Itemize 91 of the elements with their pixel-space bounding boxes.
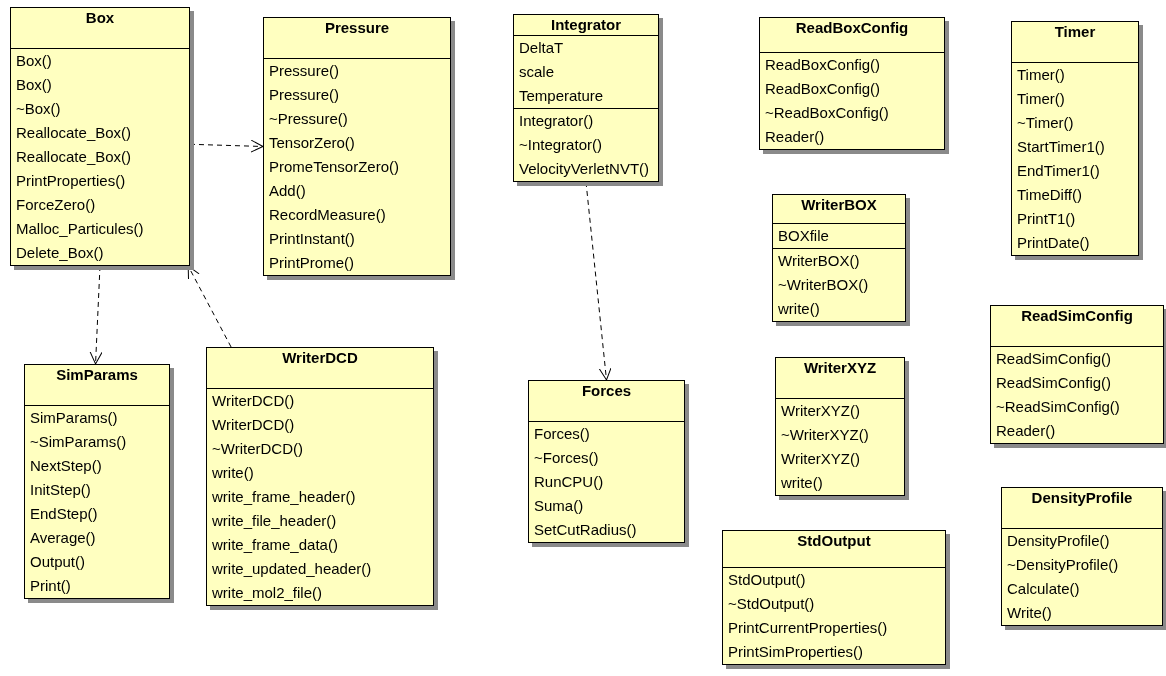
member-text: BOXfile [778,226,829,246]
member-text: PrintProme() [269,253,354,273]
member-text: Box() [16,51,52,71]
member-text: write_frame_header() [212,487,356,507]
class-name: Forces [581,381,632,401]
member-text: PromeTensorZero() [269,157,400,177]
member-text: ~Box() [16,99,61,119]
class-name: WriterBOX [801,195,877,215]
class-name: SimParams [56,365,138,385]
member-text: Reader() [996,421,1056,441]
member-text: Reallocate_Box() [16,147,132,167]
member-text: Pressure() [269,85,339,105]
member-text: TimeDiff() [1017,185,1082,205]
member-text: PrintDate() [1017,233,1090,253]
member-text: Delete_Box() [16,243,104,263]
member-text: Write() [1007,603,1052,623]
class-name: ReadSimConfig [1021,306,1133,326]
member-text: SimParams() [30,408,118,428]
member-text: ~ReadBoxConfig() [765,103,889,123]
member-text: TensorZero() [269,133,355,153]
member-text: ReadSimConfig() [996,373,1112,393]
class-name: Pressure [324,18,390,38]
class-name: Timer [1054,22,1096,42]
member-text: ~Timer() [1017,113,1074,133]
member-text: Temperature [519,86,604,106]
member-text: Suma() [534,496,584,516]
member-text: Output() [30,552,86,572]
member-text: StartTimer1() [1017,137,1105,157]
member-text: Forces() [534,424,590,444]
member-text: Average() [30,528,96,548]
member-text: write() [781,473,823,493]
member-text: Pressure() [269,61,339,81]
member-text: RecordMeasure() [269,205,386,225]
member-text: DeltaT [519,38,564,58]
class-name: DensityProfile [1031,488,1133,508]
member-text: ~WriterBOX() [778,275,869,295]
member-text: WriterXYZ() [781,449,860,469]
member-text: WriterDCD() [212,391,295,411]
member-text: PrintT1() [1017,209,1076,229]
class-name: WriterXYZ [803,358,877,378]
member-text: ~ReadSimConfig() [996,397,1120,417]
class-name: Box [85,8,115,28]
member-text: Box() [16,75,52,95]
member-text: WriterXYZ() [781,401,860,421]
member-text: WriterDCD() [212,415,295,435]
class-name: StdOutput [797,531,871,551]
member-text: Malloc_Particules() [16,219,144,239]
member-text: Integrator() [519,111,594,131]
member-text: Reader() [765,127,825,147]
member-text: write() [212,463,254,483]
member-text: SetCutRadius() [534,520,637,540]
member-text: PrintInstant() [269,229,355,249]
member-text: EndStep() [30,504,98,524]
member-text: ReadBoxConfig() [765,79,881,99]
member-text: ~SimParams() [30,432,127,452]
member-text: NextStep() [30,456,102,476]
member-text: VelocityVerletNVT() [519,159,650,179]
member-text: Print() [30,576,71,596]
member-text: WriterBOX() [778,251,860,271]
member-text: EndTimer1() [1017,161,1100,181]
member-text: ~WriterXYZ() [781,425,869,445]
member-text: InitStep() [30,480,91,500]
member-text: ~DensityProfile() [1007,555,1119,575]
class-name: ReadBoxConfig [795,18,909,38]
member-text: write() [778,299,820,319]
member-text: Add() [269,181,306,201]
class-name: Integrator [551,15,621,35]
member-text: PrintCurrentProperties() [728,618,888,638]
member-text: DensityProfile() [1007,531,1110,551]
member-text: Calculate() [1007,579,1080,599]
member-text: ReadBoxConfig() [765,55,881,75]
member-text: ~WriterDCD() [212,439,303,459]
member-text: ~Pressure() [269,109,348,129]
member-text: ~Integrator() [519,135,602,155]
member-text: StdOutput() [728,570,806,590]
member-text: write_mol2_file() [212,583,323,603]
member-text: ~Forces() [534,448,599,468]
member-text: ForceZero() [16,195,96,215]
member-text: write_file_header() [212,511,337,531]
member-text: PrintProperties() [16,171,126,191]
member-text: Reallocate_Box() [16,123,132,143]
member-text: write_frame_data() [212,535,338,555]
class-name: WriterDCD [282,348,358,368]
member-text: write_updated_header() [212,559,372,579]
member-text: RunCPU() [534,472,604,492]
member-text: Timer() [1017,89,1065,109]
member-text: PrintSimProperties() [728,642,864,662]
member-text: ~StdOutput() [728,594,815,614]
member-text: scale [519,62,555,82]
member-text: Timer() [1017,65,1065,85]
member-text: ReadSimConfig() [996,349,1112,369]
